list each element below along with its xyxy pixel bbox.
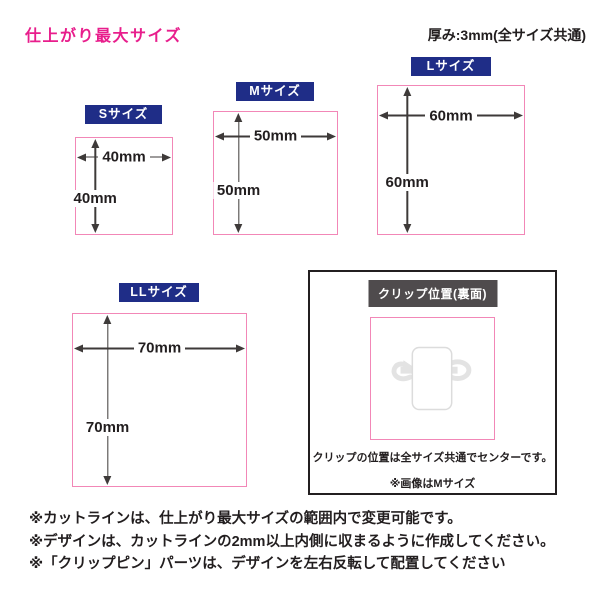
size-square-s: 40mm 40mm: [69, 137, 173, 235]
width-dimension-ll: 70mm: [133, 339, 186, 357]
arrowhead-up-icon: [103, 315, 112, 324]
clip-pin-illustration: [391, 346, 472, 411]
arrowhead-up-icon: [234, 113, 243, 122]
note-cutline: ※カットラインは、仕上がり最大サイズの範囲内で変更可能です。: [29, 511, 462, 527]
clip-subcaption: ※画像はMサイズ: [389, 478, 476, 490]
height-dimension-m: 50mm: [212, 182, 265, 199]
size-square-m: 50mm 50mm: [212, 111, 338, 235]
arrowhead-left-icon: [74, 344, 83, 353]
arrowhead-down-icon: [403, 224, 412, 233]
arrowhead-left-icon: [379, 111, 388, 120]
height-arrow-m: 50mm: [212, 113, 265, 233]
width-arrow-s: 40mm: [77, 148, 172, 166]
arrowhead-left-icon: [77, 153, 86, 162]
clip-caption: クリップの位置は全サイズ共通でセンターです。: [312, 452, 553, 464]
height-dimension-l: 60mm: [381, 174, 433, 192]
clip-panel-title: クリップ位置(裏面): [368, 280, 497, 307]
width-dimension-m: 50mm: [249, 127, 302, 145]
page-title: 仕上がり最大サイズ: [25, 28, 183, 45]
size-square-l: 60mm 60mm: [377, 85, 525, 235]
height-dimension-s: 40mm: [69, 189, 121, 207]
size-label-m: Mサイズ: [236, 82, 314, 101]
size-label-s: Sサイズ: [85, 105, 162, 124]
thickness-note: 厚み:3mm(全サイズ共通): [427, 27, 586, 43]
width-arrow-ll: 70mm: [74, 339, 246, 357]
size-label-l: Lサイズ: [411, 57, 491, 76]
size-square-ll: 70mm 70mm: [72, 313, 247, 487]
size-label-ll: LLサイズ: [119, 283, 199, 302]
note-clip-pin-mirror: ※「クリップピン」パーツは、デザインを左右反転して配置してください: [29, 556, 506, 572]
notes: ※カットラインは、仕上がり最大サイズの範囲内で変更可能です。 ※デザインは、カッ…: [29, 508, 555, 576]
clip-position-panel: クリップ位置(裏面) クリップの位置は全サイズ共通でセンターです。 ※画像はMサ…: [308, 270, 557, 495]
note-design-margin: ※デザインは、カットラインの2mm以上内側に収まるように作成してください。: [29, 533, 555, 550]
height-dimension-ll: 70mm: [81, 419, 134, 437]
width-dimension-l: 60mm: [425, 107, 477, 125]
arrowhead-right-icon: [327, 132, 337, 141]
width-arrow-m: 50mm: [215, 127, 337, 145]
arrowhead-down-icon: [91, 224, 100, 233]
arrowhead-left-icon: [215, 132, 224, 141]
arrowhead-up-icon: [91, 139, 100, 148]
height-arrow-s: 40mm: [69, 139, 121, 233]
height-arrow-ll: 70mm: [81, 315, 134, 485]
arrowhead-right-icon: [236, 344, 246, 353]
arrowhead-up-icon: [403, 87, 412, 96]
width-dimension-s: 40mm: [98, 148, 150, 166]
clip-preview-frame: [370, 317, 495, 440]
arrowhead-right-icon: [162, 153, 172, 162]
arrowhead-down-icon: [103, 476, 112, 485]
height-arrow-l: 60mm: [381, 87, 433, 233]
arrowhead-down-icon: [234, 224, 243, 233]
arrowhead-right-icon: [514, 111, 524, 120]
